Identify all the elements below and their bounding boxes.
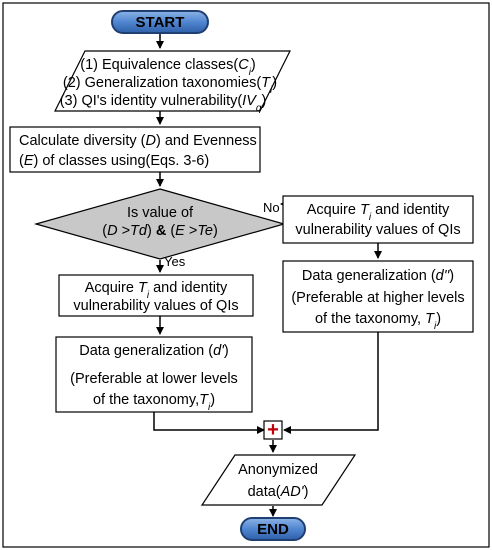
gen-right-line-3: of the taxonomy, Ti) [315,311,441,332]
acquire-left-process [58,274,254,317]
start-terminal [111,10,209,34]
end-label: END [257,521,289,538]
acquire-left-line-2: vulnerability values of QIs [73,298,238,314]
acquire-right-line-2: vulnerability values of QIs [295,222,460,238]
start-label: START [136,14,185,31]
acquire-right-process [282,195,474,244]
output-parallelogram [200,454,357,506]
decision-diamond [33,188,287,260]
end-terminal [240,517,306,541]
input-generalization-taxonomies: (2) Generalization taxonomies(Ti) [63,75,277,96]
gen-right-line-2: (Preferable at higher levels [291,290,464,306]
acquire-right-line-1: Acquire Ti and identity [307,202,450,223]
input-equivalence-classes: (1) Equivalence classes(Ci) [80,57,256,78]
gen-left-line-1: Data generalization (d') [79,343,229,359]
arrow-gen-left-merge [153,412,265,434]
decision-line-1: Is value of [127,205,194,221]
output-line-1: Anonymized [238,462,318,478]
gen-right-line-1: Data generalization (d'') [302,268,454,284]
gen-left-line-3: of the taxonomy,Ti) [93,392,215,413]
input-qi-identity-vulnerability: (3) QI's identity vulnerability(IVq) [60,93,267,114]
gen-left-line-2: (Preferable at lower levels [70,371,238,387]
decision-line-2: (D >Td) & (E >Te) [102,223,218,239]
generalization-right-process [282,260,474,333]
merge-plus-icon: + [267,419,279,441]
calculate-process [9,126,261,173]
output-line-2: data(AD') [248,484,309,500]
branch-yes-label: Yes [164,254,186,269]
arrow-gen-right-merge [283,332,379,434]
calculate-line-2: (E) of classes using(Eqs. 3-6) [19,153,209,169]
branch-no-label: No [263,200,280,215]
calculate-line-1: Calculate diversity (D) and Evenness [19,133,257,149]
inputs-parallelogram [54,50,291,112]
generalization-left-process [55,336,253,413]
merge-junction [263,420,283,440]
acquire-left-line-1: Acquire Ti and identity [85,280,228,301]
